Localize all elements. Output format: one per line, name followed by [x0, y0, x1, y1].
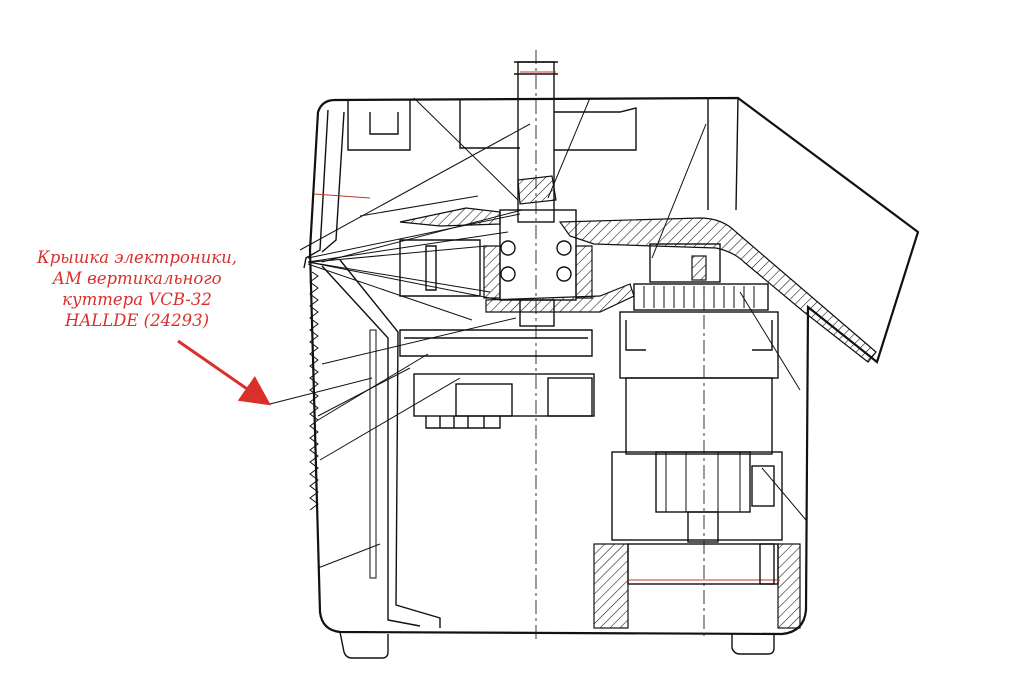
annotation-line-2: АМ вертикального	[52, 269, 222, 288]
housing-outline	[303, 96, 920, 659]
part-annotation: Крышка электроники, АМ вертикального кут…	[22, 247, 252, 331]
motor-base	[593, 543, 801, 629]
motor	[611, 243, 783, 640]
shaft-assembly	[483, 50, 593, 640]
annotation-line-3: куттера VCB-32	[62, 290, 212, 309]
top-cover	[347, 97, 877, 363]
annotation-line-1: Крышка электроники,	[36, 248, 238, 267]
electronics-cover	[399, 239, 635, 429]
leader-lines	[269, 97, 807, 569]
annotation-arrow	[177, 339, 271, 406]
annotation-line-4: HALLDE (24293)	[64, 311, 210, 330]
